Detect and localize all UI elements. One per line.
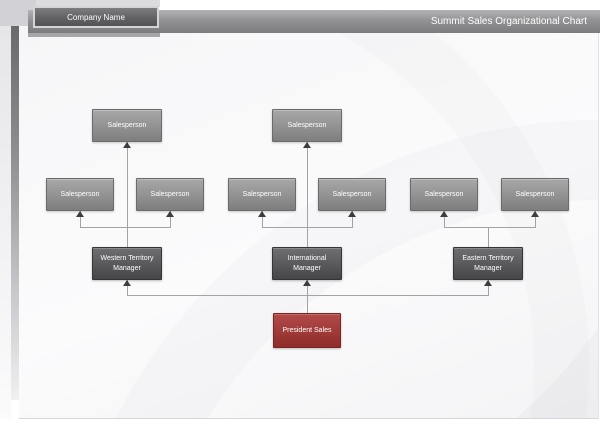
arrowhead-up-icon xyxy=(531,211,539,217)
arrowhead-up-icon xyxy=(123,142,131,148)
company-name-label: Company Name xyxy=(67,12,125,22)
arrowhead-up-icon xyxy=(303,280,311,286)
node-label: Salesperson xyxy=(287,121,327,129)
node-salesperson[interactable]: Salesperson xyxy=(46,178,114,211)
node-senior-salesperson[interactable]: Salesperson xyxy=(272,109,342,142)
company-name-tab: Company Name xyxy=(33,6,159,28)
node-international-manager[interactable]: International Manager xyxy=(272,247,342,280)
node-salesperson[interactable]: Salesperson xyxy=(410,178,478,211)
node-president-sales[interactable]: President Sales xyxy=(273,313,341,348)
node-label: Salesperson xyxy=(60,190,100,198)
arrowhead-up-icon xyxy=(123,280,131,286)
header-bar-step xyxy=(28,33,160,37)
chart-title: Summit Sales Organizational Chart xyxy=(430,16,587,27)
connector-vline xyxy=(170,211,171,227)
node-eastern-territory-manager[interactable]: Eastern Territory Manager xyxy=(453,247,523,280)
node-label: Salesperson xyxy=(107,121,147,129)
arrowhead-up-icon xyxy=(484,280,492,286)
arrowhead-up-icon xyxy=(258,211,266,217)
connector-hline xyxy=(80,227,171,228)
connector-vline xyxy=(127,280,128,295)
connector-hline xyxy=(262,227,353,228)
top-left-strip xyxy=(0,0,160,7)
left-spine xyxy=(11,26,19,400)
arrowhead-up-icon xyxy=(303,142,311,148)
node-salesperson[interactable]: Salesperson xyxy=(501,178,569,211)
connector-hline xyxy=(127,295,489,296)
node-salesperson[interactable]: Salesperson xyxy=(136,178,204,211)
node-senior-salesperson[interactable]: Salesperson xyxy=(92,109,162,142)
left-margin-strip xyxy=(0,26,11,418)
connector-vline xyxy=(535,211,536,227)
arrowhead-up-icon xyxy=(166,211,174,217)
node-label: Western Territory Manager xyxy=(100,255,154,272)
node-label: Salesperson xyxy=(150,190,190,198)
node-label: Salesperson xyxy=(424,190,464,198)
arrowhead-up-icon xyxy=(348,211,356,217)
node-salesperson[interactable]: Salesperson xyxy=(228,178,296,211)
node-salesperson[interactable]: Salesperson xyxy=(318,178,386,211)
node-label: Salesperson xyxy=(332,190,372,198)
background-swirl xyxy=(19,10,589,418)
node-label: Salesperson xyxy=(515,190,555,198)
connector-vline xyxy=(488,227,489,247)
arrowhead-up-icon xyxy=(76,211,84,217)
connector-hline xyxy=(444,227,536,228)
connector-vline xyxy=(80,211,81,227)
connector-vline xyxy=(127,142,128,247)
header-bar: Summit Sales Organizational Chart xyxy=(28,10,600,33)
connector-vline xyxy=(307,142,308,247)
connector-vline xyxy=(262,211,263,227)
arrowhead-up-icon xyxy=(440,211,448,217)
node-western-territory-manager[interactable]: Western Territory Manager xyxy=(92,247,162,280)
connector-vline xyxy=(488,280,489,295)
node-label: President Sales xyxy=(282,326,332,334)
node-label: Salesperson xyxy=(242,190,282,198)
node-label: International Manager xyxy=(287,255,327,272)
background-swirl xyxy=(19,10,598,418)
page-background xyxy=(19,10,599,419)
connector-vline xyxy=(352,211,353,227)
connector-vline xyxy=(307,280,308,313)
connector-vline xyxy=(444,211,445,227)
node-label: Eastern Territory Manager xyxy=(462,255,514,272)
